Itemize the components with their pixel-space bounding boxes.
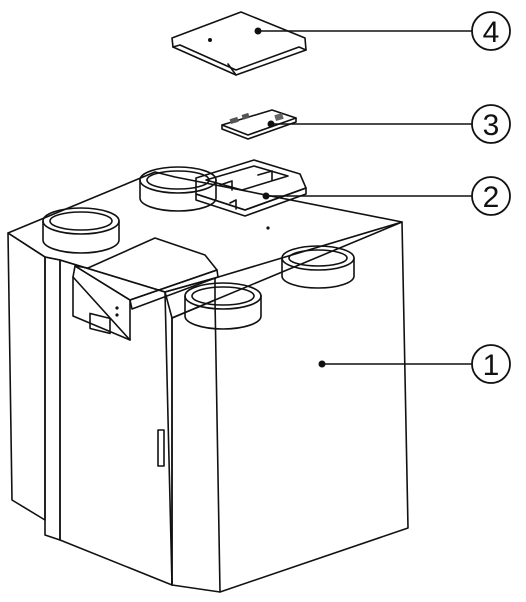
callout-number-4: 4 (483, 16, 500, 49)
callout-number-2: 2 (483, 181, 500, 214)
duct-collar-front-right (281, 245, 355, 289)
callout-1: 1 (471, 344, 511, 384)
latch (157, 429, 165, 467)
duct-collar-front-center (184, 282, 262, 330)
control-panel-cover (72, 237, 219, 341)
unit-housing (7, 171, 409, 593)
callout-2: 2 (471, 176, 511, 216)
callout-3: 3 (471, 104, 511, 144)
callout-4: 4 (471, 11, 511, 51)
cover-plate (171, 11, 307, 76)
screw-hole (208, 38, 212, 42)
display-screen (89, 312, 111, 335)
duct-collar-back-right (139, 166, 217, 212)
callout-number-3: 3 (483, 109, 500, 142)
leader-lines (257, 30, 473, 365)
electronics-tray (195, 159, 307, 217)
duct-collar-back-left (42, 207, 120, 254)
circuit-board (221, 109, 297, 140)
callout-number-1: 1 (483, 349, 500, 382)
